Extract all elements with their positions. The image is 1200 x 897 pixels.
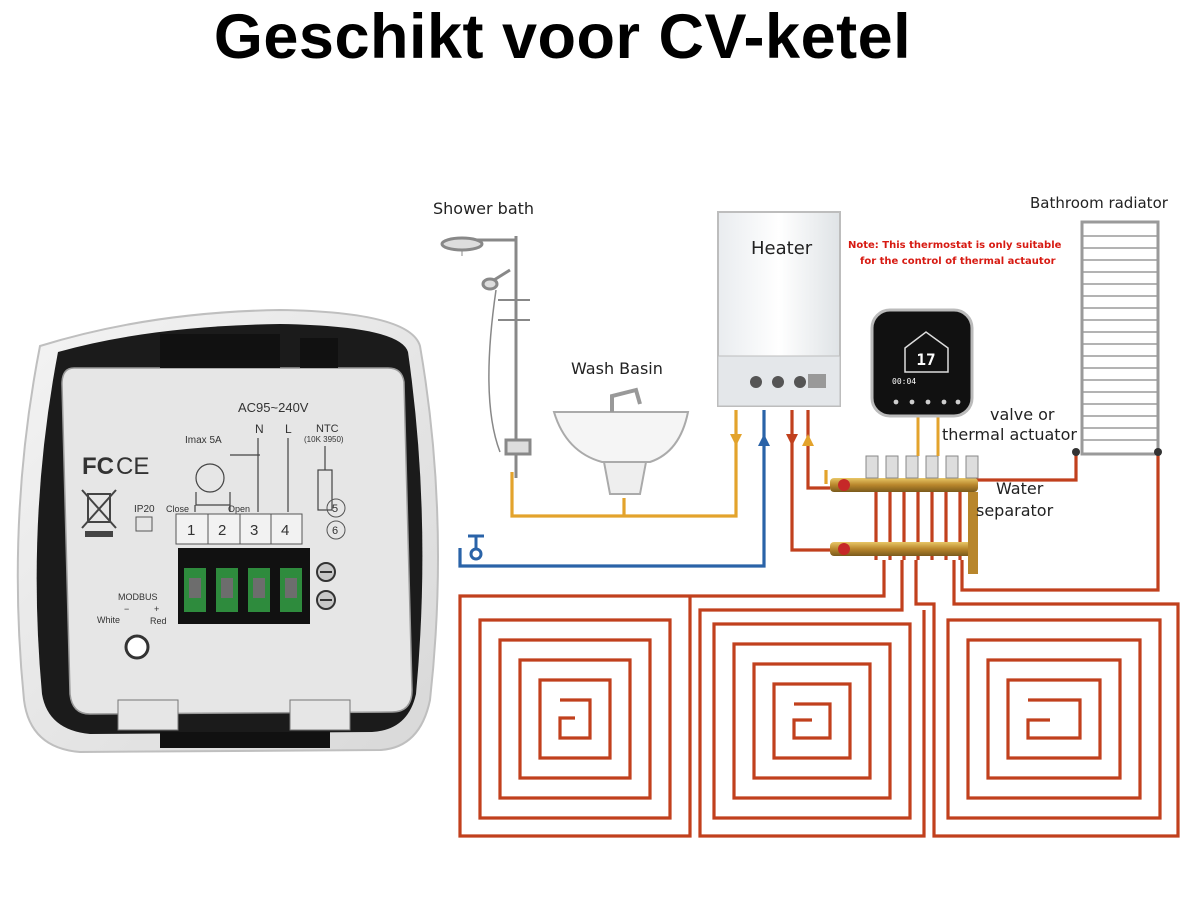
note-line-1: Note: This thermostat is only suitable xyxy=(848,240,1062,251)
shower-icon xyxy=(440,236,532,478)
heater-boiler-icon xyxy=(717,211,841,407)
modbus-minus-text: − xyxy=(124,604,129,614)
ce-logo-text: CE xyxy=(116,453,149,480)
terminal-block xyxy=(178,548,310,624)
ntc-spec-text: (10K 3950) xyxy=(304,435,344,444)
terminal-4-label: 4 xyxy=(281,522,289,539)
fc-logo-text: FC xyxy=(82,453,114,480)
modbus-port xyxy=(124,634,150,660)
weee-bin-icon xyxy=(81,489,117,537)
note-line-2: for the control of thermal actautor xyxy=(860,256,1056,267)
live-text: L xyxy=(285,422,292,436)
terminal-2-label: 2 xyxy=(218,522,226,539)
terminal-1-label: 1 xyxy=(187,522,195,539)
wash-basin-label: Wash Basin xyxy=(571,359,663,378)
ntc-screw-terminals xyxy=(316,562,336,610)
heater-label: Heater xyxy=(751,238,813,259)
cold-water-tap-icon xyxy=(468,534,484,561)
terminal-number-strip xyxy=(175,513,303,545)
terminal-3-label: 3 xyxy=(250,522,258,539)
floor-heating-loops xyxy=(458,410,1180,838)
ntc-text: NTC xyxy=(316,423,339,435)
wash-basin-icon xyxy=(552,387,690,495)
open-text: Open xyxy=(228,504,250,514)
thermostat-back-panel: AC95~240V Imax 5A N L NTC (10K 3950) 5 6… xyxy=(16,308,439,754)
modbus-red-text: Red xyxy=(150,616,167,626)
modbus-text: MODBUS xyxy=(118,592,158,602)
neutral-text: N xyxy=(255,422,264,436)
water-separator-label-line-1: Water xyxy=(996,479,1044,498)
terminal-5-label: 5 xyxy=(332,503,338,515)
headline: Geschikt voor CV-ketel xyxy=(213,2,912,72)
ip-rating-text: IP20 xyxy=(134,504,155,515)
bathroom-radiator-icon xyxy=(1072,220,1162,456)
voltage-text: AC95~240V xyxy=(238,400,309,415)
water-separator-manifold xyxy=(830,455,979,574)
cold-water-pipes xyxy=(458,410,766,568)
terminal-6-label: 6 xyxy=(332,525,338,537)
flow-arrows xyxy=(730,434,814,446)
bathroom-radiator-label: Bathroom radiator xyxy=(1030,194,1169,212)
valve-label-line-2: thermal actuator xyxy=(942,425,1077,444)
thermostat-device: 17 00:04 xyxy=(870,308,974,456)
thermostat-clock: 00:04 xyxy=(892,377,916,386)
shower-bath-label: Shower bath xyxy=(433,199,534,218)
water-separator-label-line-2: separator xyxy=(976,501,1054,520)
thermostat-temperature: 17 xyxy=(916,350,935,369)
modbus-plus-text: + xyxy=(154,604,159,614)
imax-text: Imax 5A xyxy=(185,435,222,446)
valve-label-line-1: valve or xyxy=(990,405,1055,424)
close-text: Close xyxy=(166,504,189,514)
modbus-white-text: White xyxy=(97,615,120,625)
hot-water-pipes xyxy=(510,410,828,518)
